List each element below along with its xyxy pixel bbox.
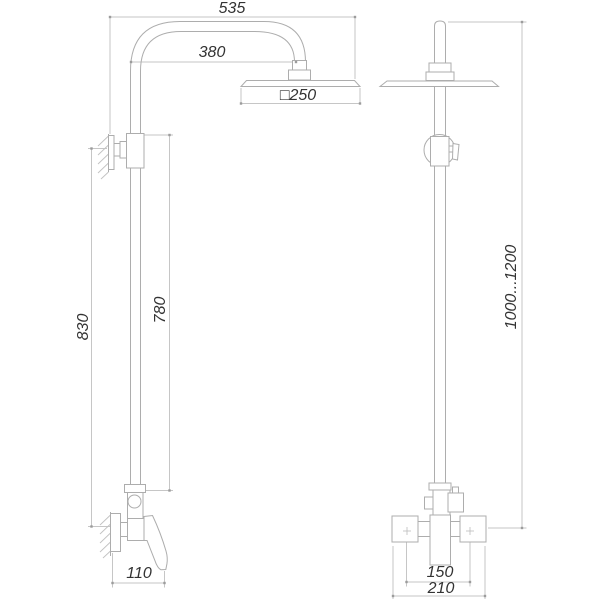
riser-pipe-front (434, 20, 446, 483)
diverter-knob-front (447, 492, 464, 513)
dim-label-head-size: □250 (279, 87, 317, 104)
right-connection-flange (459, 515, 487, 543)
diverter-stem (452, 486, 459, 494)
dim-label-height-range: 1000...1200 (503, 244, 520, 330)
rain-shower-head-side (239, 80, 362, 87)
flange-center-marks (403, 527, 474, 535)
dim-label-overall-reach: 535 (218, 0, 246, 17)
side-view (88, 16, 362, 588)
shower-riser-and-arm (130, 21, 306, 487)
dim-label-mixer-width: 210 (427, 580, 455, 597)
dim-label-arm-offset: 380 (198, 44, 226, 61)
mixer-valve-front (391, 482, 487, 566)
diverter-knob-side (127, 494, 142, 509)
front-view (378, 20, 527, 599)
slider-bracket-front (423, 134, 460, 167)
slider-handle (451, 142, 460, 161)
mixer-body-spout (429, 514, 451, 566)
mixer-valve-side (99, 484, 168, 571)
shower-head-connector-side (288, 60, 311, 81)
dim-label-mixer-depth: 110 (126, 565, 152, 582)
dimension-ticks (90, 15, 524, 598)
dim-label-riser-height: 780 (152, 296, 169, 324)
rain-shower-head-front (378, 80, 500, 87)
mixer-lever-handle-side (143, 514, 168, 571)
front-dimension-lines (392, 21, 527, 599)
side-dimension-lines (88, 16, 361, 588)
left-connection-flange (391, 515, 419, 543)
upper-wall-bracket (97, 133, 145, 180)
dim-label-connection-spacing: 150 (426, 564, 454, 581)
dim-label-bracket-height: 830 (75, 313, 92, 341)
shower-head-connector-front (425, 62, 455, 81)
